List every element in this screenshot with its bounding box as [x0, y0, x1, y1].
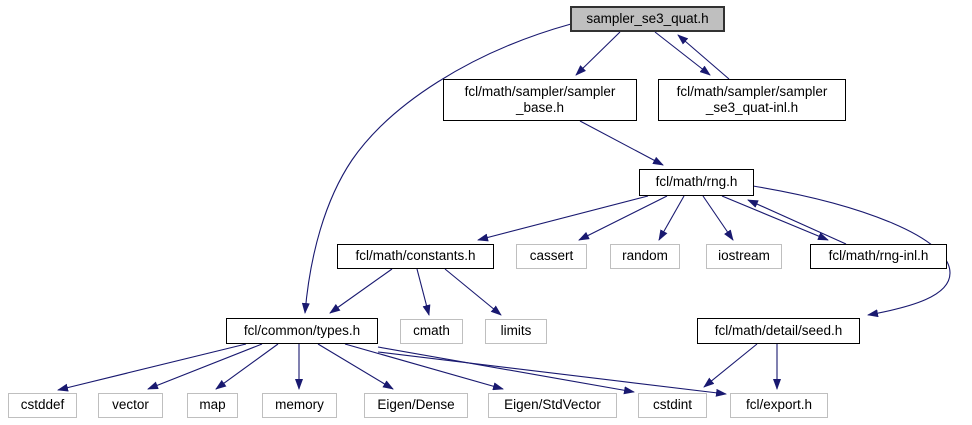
edge-constants-to-limits — [444, 268, 502, 316]
edge-base-to-rng — [579, 120, 664, 166]
edge-constants-to-types — [329, 268, 393, 314]
edge-rng-to-random — [658, 195, 685, 241]
node-fcl-export-h: fcl/export.h — [730, 393, 828, 418]
node-random: random — [610, 244, 680, 269]
edge-rng-to-rnginl — [721, 195, 829, 241]
edge-rng-to-constants — [477, 195, 649, 242]
node-limits: limits — [485, 319, 547, 344]
edge-rng-to-iostream — [702, 195, 734, 241]
node-iostream: iostream — [706, 244, 782, 269]
edge-types-to-eigendense — [317, 343, 394, 390]
node-vector: vector — [98, 393, 163, 418]
node-common-types-h[interactable]: fcl/common/types.h — [226, 318, 378, 344]
edge-types-to-vector — [147, 343, 263, 390]
edge-constants-to-cmath — [416, 268, 431, 316]
node-memory: memory — [262, 393, 337, 418]
node-constants-h[interactable]: fcl/math/constants.h — [337, 244, 494, 269]
node-rng-inl-h[interactable]: fcl/math/rng-inl.h — [810, 244, 947, 269]
edge-types-to-map — [215, 343, 279, 390]
node-sampler-se3-quat-h: sampler_se3_quat.h — [570, 6, 725, 32]
node-map: map — [187, 393, 238, 418]
node-sampler-se3-quat-inl-h[interactable]: fcl/math/sampler/sampler _se3_quat-inl.h — [658, 79, 846, 121]
edge-rng-to-cassert — [578, 195, 668, 241]
edge-quat-to-inl — [654, 31, 711, 76]
node-cmath: cmath — [400, 319, 463, 344]
edge-seed-to-cstdint — [703, 343, 758, 388]
node-detail-seed-h[interactable]: fcl/math/detail/seed.h — [697, 318, 860, 344]
node-eigen-stdvector: Eigen/StdVector — [488, 393, 617, 418]
edge-quat-to-base — [575, 31, 621, 76]
node-cstdint: cstdint — [638, 393, 707, 418]
edge-types-to-cstdint — [377, 346, 635, 395]
node-cassert: cassert — [516, 244, 587, 269]
edge-inl-to-quat — [677, 34, 730, 80]
node-eigen-dense: Eigen/Dense — [364, 393, 468, 418]
edge-types-to-export — [377, 351, 727, 397]
edge-rnginl-to-rng — [747, 199, 847, 245]
node-sampler-base-h[interactable]: fcl/math/sampler/sampler _base.h — [443, 79, 637, 121]
edge-rng-to-seed — [752, 185, 951, 318]
edge-types-to-eigenstdvector — [344, 343, 504, 391]
node-cstddef: cstddef — [8, 393, 77, 418]
edge-types-to-cstddef — [57, 343, 247, 392]
node-rng-h[interactable]: fcl/math/rng.h — [639, 169, 754, 196]
edge-quat-to-types — [301, 23, 572, 314]
